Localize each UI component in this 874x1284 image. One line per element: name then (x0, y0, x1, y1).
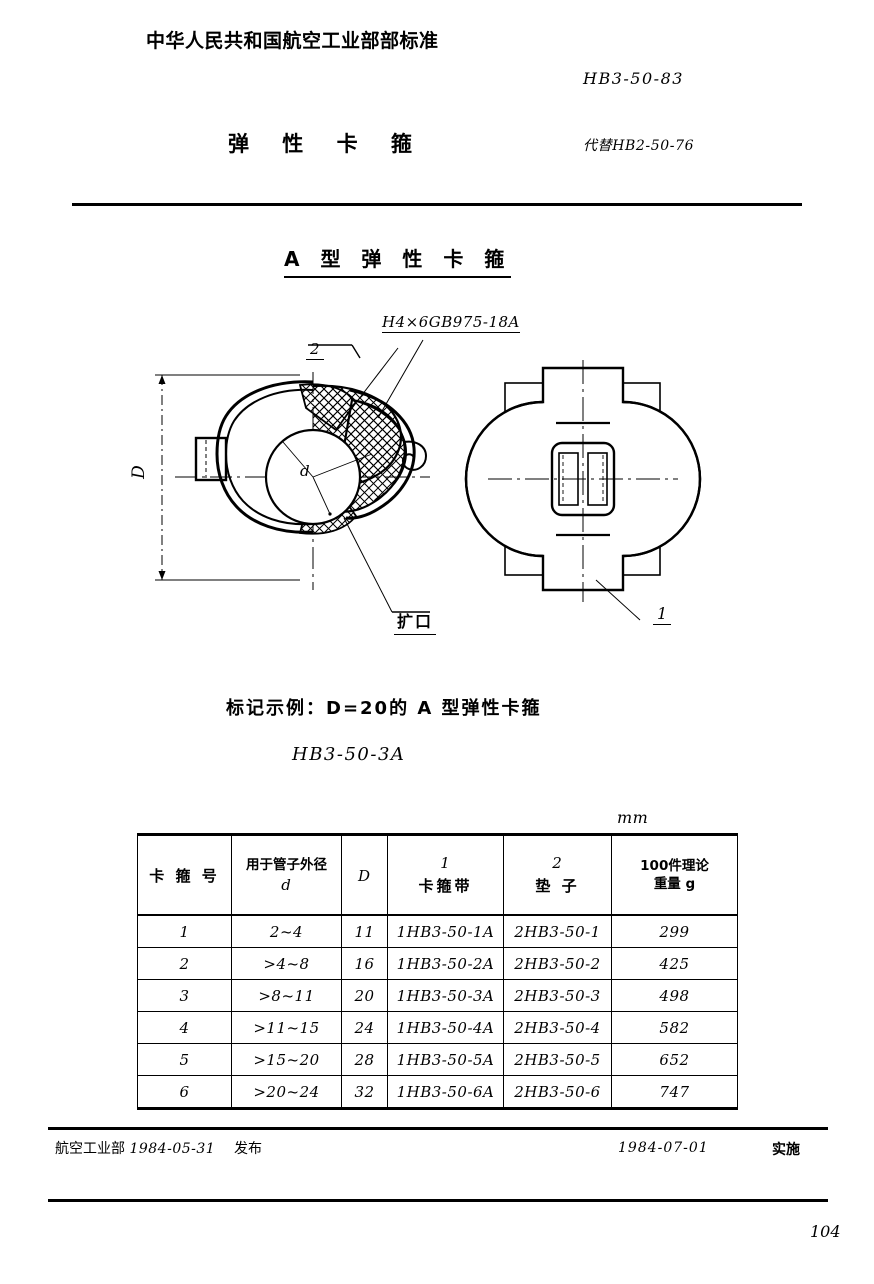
cell-band-code: 1HB3-50-2A (387, 947, 504, 980)
header-clamp-number-label: 卡 箍 号 (149, 866, 220, 885)
table-unit-label: mm (617, 808, 649, 827)
header-cushion: 2 垫 子 (503, 833, 612, 916)
cell-cushion-code: 2HB3-50-5 (503, 1043, 612, 1076)
cell-weight: 498 (611, 979, 738, 1012)
cell-clamp-number: 1 (137, 914, 232, 948)
header-weight: 100件理论 重量 g (611, 833, 738, 916)
header-divider-rule (72, 203, 802, 206)
flare-callout-label: 扩口 (394, 608, 437, 635)
footer-issuer: 航空工业部 (55, 1141, 125, 1157)
footer-bottom-rule (48, 1199, 828, 1202)
footer-issue-date: 1984-05-31 (129, 1141, 216, 1157)
cell-weight: 582 (611, 1011, 738, 1044)
callout-label-2: 2 (306, 340, 324, 360)
cell-cushion-code: 2HB3-50-3 (503, 979, 612, 1012)
cell-band-code: 1HB3-50-3A (387, 979, 504, 1012)
cell-clamp-number: 2 (137, 947, 232, 980)
footer-effective-label: 实施 (772, 1142, 800, 1158)
cell-pipe-od: >8~11 (231, 979, 342, 1012)
technical-drawing (0, 290, 874, 660)
ministry-title: 中华人民共和国航空工业部部标准 (146, 30, 439, 52)
cell-weight: 425 (611, 947, 738, 980)
footer-divider-rule (48, 1127, 828, 1130)
header-pipe-od-label: 用于管子外径 (246, 857, 327, 874)
document-title: 弹 性 卡 箍 (228, 132, 425, 156)
cell-pipe-od: >20~24 (231, 1075, 342, 1110)
cell-pipe-od: >4~8 (231, 947, 342, 980)
marking-example-code: HB3-50-3A (292, 744, 406, 765)
header-pipe-od: 用于管子外径 d (231, 833, 342, 916)
cell-D: 24 (341, 1011, 388, 1044)
page-number: 104 (810, 1222, 841, 1241)
cell-clamp-number: 5 (137, 1043, 232, 1076)
cell-D: 28 (341, 1043, 388, 1076)
cell-cushion-code: 2HB3-50-6 (503, 1075, 612, 1110)
marking-example-text: 标记示例：D=20的 A 型弹性卡箍 (226, 698, 542, 719)
thread-callout-label: H4×6GB975-18A (382, 313, 520, 333)
standard-code: HB3-50-83 (583, 69, 684, 88)
specification-table: 卡 箍 号 用于管子外径 d D 1 卡箍带 2 垫 子 1 (137, 833, 738, 1110)
footer-effective-date: 1984-07-01 (618, 1140, 709, 1156)
dimension-label-d: d (300, 462, 310, 480)
cell-band-code: 1HB3-50-1A (387, 914, 504, 948)
cell-band-code: 1HB3-50-5A (387, 1043, 504, 1076)
table-header-row: 卡 箍 号 用于管子外径 d D 1 卡箍带 2 垫 子 1 (137, 833, 738, 916)
header-clamp-number: 卡 箍 号 (137, 833, 232, 916)
cell-clamp-number: 3 (137, 979, 232, 1012)
header-weight-line1: 100件理论 (640, 857, 709, 874)
cell-weight: 299 (611, 914, 738, 948)
cell-cushion-code: 2HB3-50-1 (503, 914, 612, 948)
footer-issuer-block: 航空工业部 1984-05-31 (55, 1138, 215, 1158)
cell-weight: 747 (611, 1075, 738, 1110)
footer-publish-label: 发布 (234, 1141, 262, 1157)
header-D-symbol: D (357, 866, 372, 885)
header-band-label: 卡箍带 (418, 877, 473, 895)
cell-pipe-od: 2~4 (231, 914, 342, 948)
header-cushion-item-number: 2 (552, 854, 563, 872)
dimension-label-D: D (128, 465, 149, 479)
cell-weight: 652 (611, 1043, 738, 1076)
right-plan-view (464, 360, 702, 621)
callout-label-1: 1 (653, 604, 672, 625)
cell-pipe-od: >15~20 (231, 1043, 342, 1076)
header-weight-line2: 重量 g (653, 876, 696, 892)
cell-band-code: 1HB3-50-4A (387, 1011, 504, 1044)
cell-D: 32 (341, 1075, 388, 1110)
cell-D: 11 (341, 914, 388, 948)
cell-cushion-code: 2HB3-50-2 (503, 947, 612, 980)
cell-clamp-number: 6 (137, 1075, 232, 1110)
header-pipe-od-symbol: d (281, 875, 292, 894)
header-cushion-label: 垫 子 (535, 877, 580, 895)
cell-D: 20 (341, 979, 388, 1012)
cell-D: 16 (341, 947, 388, 980)
cell-pipe-od: >11~15 (231, 1011, 342, 1044)
left-section-view (155, 339, 430, 613)
drawing-svg (155, 339, 702, 621)
header-band: 1 卡箍带 (387, 833, 504, 916)
cell-clamp-number: 4 (137, 1011, 232, 1044)
cell-band-code: 1HB3-50-6A (387, 1075, 504, 1110)
header-band-item-number: 1 (440, 854, 451, 872)
header-D: D (341, 833, 388, 916)
replaces-standard: 代替HB2-50-76 (583, 138, 695, 154)
cell-cushion-code: 2HB3-50-4 (503, 1011, 612, 1044)
section-heading: A 型 弹 性 卡 箍 (284, 243, 512, 278)
